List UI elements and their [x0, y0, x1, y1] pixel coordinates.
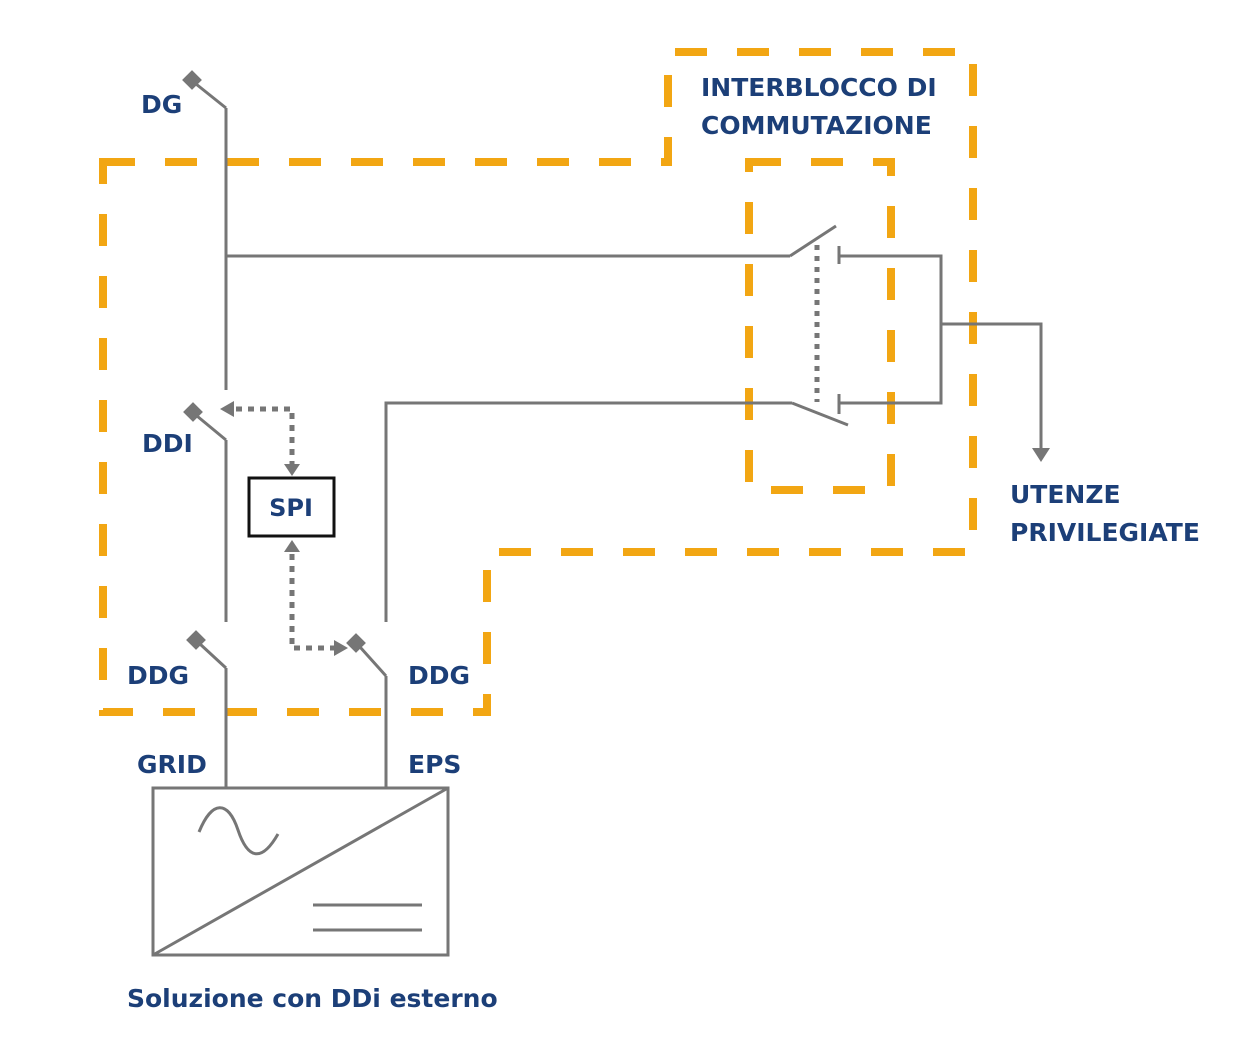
eps-to-interlock-wire — [384, 401, 792, 622]
inverter-diagonal — [152, 786, 449, 957]
spi-to-ddi-link — [236, 406, 295, 466]
diagram-caption: Soluzione con DDi esterno — [127, 984, 498, 1013]
grid-port-label: GRID — [137, 750, 207, 779]
inverter — [151, 786, 450, 957]
ddg-command-arrow-icon — [334, 640, 348, 656]
loads-label-line2: PRIVILEGIATE — [1010, 518, 1200, 547]
ddi-command-arrow-icon — [220, 401, 234, 417]
interlock-title-line1: INTERBLOCCO DI — [701, 73, 937, 102]
protection-zone-boundary — [99, 48, 977, 716]
ddg-grid-label: DDG — [127, 661, 189, 690]
interlock-output-wire — [839, 254, 943, 405]
loads-arrow-icon — [1032, 448, 1050, 462]
ddg-eps-label: DDG — [408, 661, 470, 690]
spi-box — [247, 476, 336, 538]
ac-sine-icon — [197, 806, 280, 856]
eps-port-label: EPS — [408, 750, 461, 779]
interlock-upper-blade — [789, 224, 837, 258]
spi-output-arrow-icon — [284, 540, 300, 552]
ddi-switch — [183, 402, 227, 442]
interlock-switch-boundary — [745, 158, 895, 494]
interlock-title-line2: COMMUTAZIONE — [701, 111, 932, 140]
ddg-grid-switch — [186, 630, 228, 670]
ddg-eps-switch — [346, 633, 388, 678]
spi-input-arrow-icon — [284, 464, 300, 476]
loads-label-line1: UTENZE — [1010, 480, 1121, 509]
inverter-box — [151, 786, 450, 957]
spi-label: SPI — [269, 494, 313, 522]
dg-switch — [182, 70, 227, 110]
ddi-label: DDI — [142, 429, 193, 458]
spi-to-ddg-link — [289, 554, 336, 651]
dg-label: DG — [141, 90, 182, 119]
loads-feed-wire — [941, 322, 1043, 452]
interlock-lower-blade — [791, 401, 849, 427]
